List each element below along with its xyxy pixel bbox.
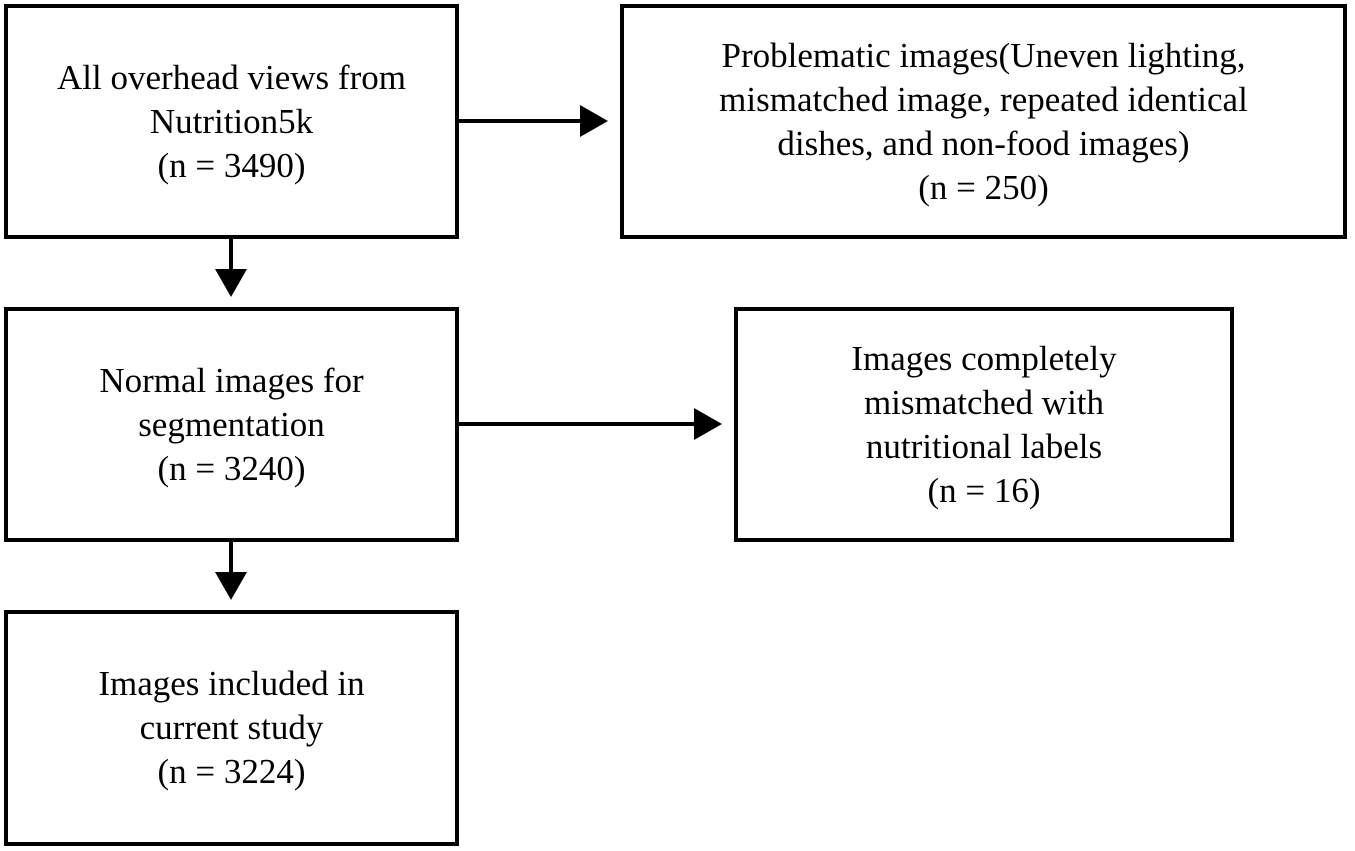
node-mismatched-count: (n = 16) (927, 470, 1041, 510)
node-included-images: Images included in current study (n = 32… (4, 610, 459, 846)
node-problematic-count: (n = 250) (918, 167, 1049, 207)
node-all-overhead-line-1: All overhead views from (57, 57, 406, 97)
node-included-count: (n = 3224) (157, 752, 306, 791)
node-all-overhead-line-2: Nutrition5k (149, 101, 314, 141)
node-problematic-line-1: Problematic images(Uneven lighting, (721, 35, 1246, 75)
node-all-overhead-views: All overhead views from Nutrition5k (n =… (4, 4, 459, 239)
node-mismatched-images: Images completely mismatched with nutrit… (734, 307, 1234, 542)
node-all-overhead-count: (n = 3490) (157, 145, 306, 185)
node-mismatched-line-1: Images completely (851, 338, 1117, 378)
node-normal-count: (n = 3240) (157, 448, 306, 488)
node-included-line-2: current study (139, 708, 324, 747)
node-normal-images: Normal images for segmentation (n = 3240… (4, 307, 459, 542)
node-mismatched-line-2: mismatched with (863, 382, 1105, 422)
node-normal-line-2: segmentation (138, 404, 325, 444)
node-included-line-1: Images included in (98, 664, 365, 703)
node-problematic-images: Problematic images(Uneven lighting, mism… (620, 4, 1347, 239)
node-problematic-line-3: dishes, and non-food images) (777, 123, 1190, 163)
node-mismatched-line-3: nutritional labels (865, 426, 1103, 466)
node-normal-line-1: Normal images for (99, 360, 364, 400)
node-problematic-line-2: mismatched image, repeated identical (719, 79, 1248, 119)
